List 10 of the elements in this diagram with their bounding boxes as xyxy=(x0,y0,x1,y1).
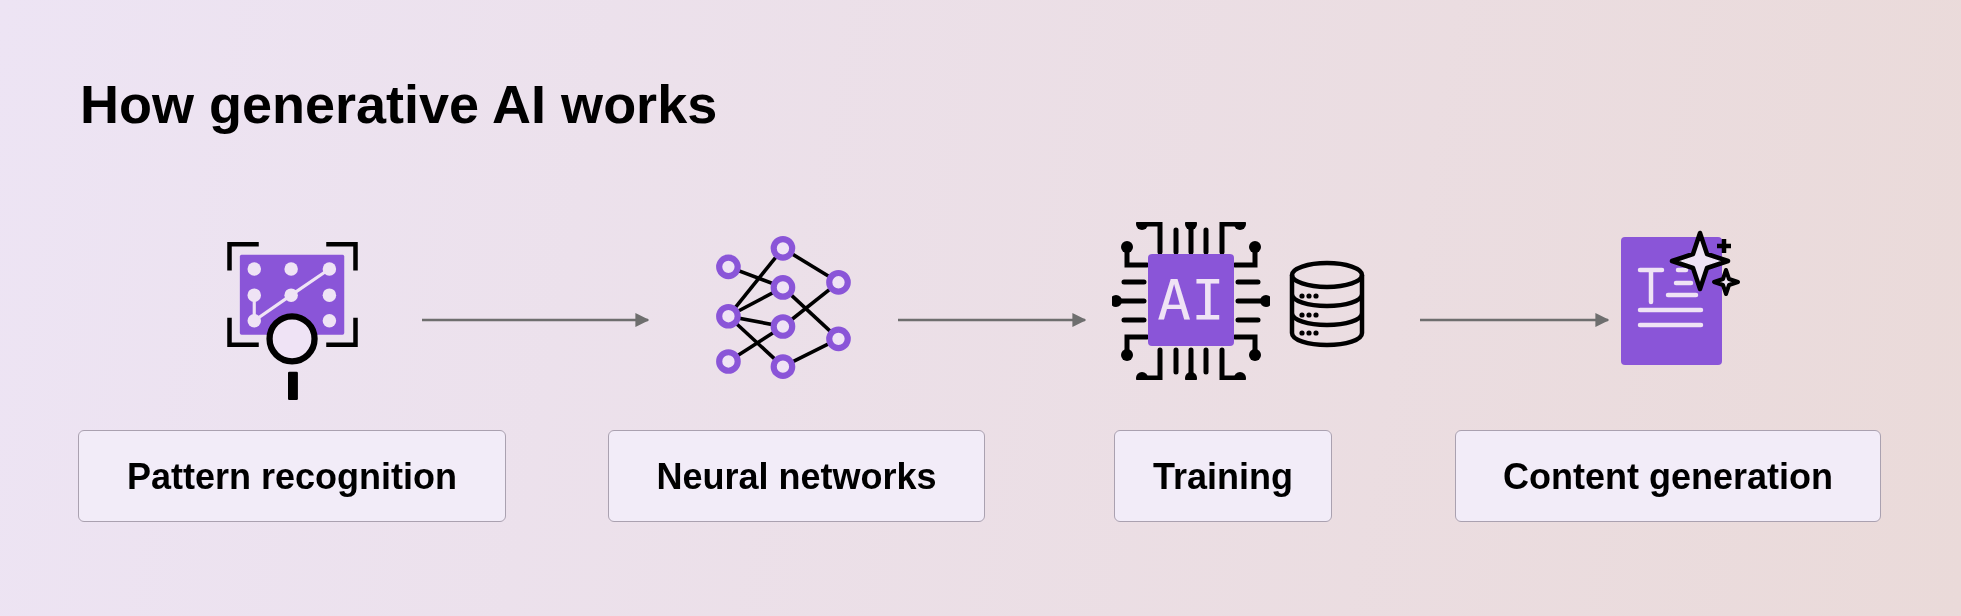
chip-label: AI xyxy=(1156,266,1226,334)
title: How generative AI works xyxy=(80,73,718,136)
step-label-box xyxy=(1455,430,1881,522)
step-label-box xyxy=(78,430,506,522)
step-label-box xyxy=(608,430,985,522)
step-label: Training xyxy=(1153,454,1293,499)
step-label: Pattern recognition xyxy=(127,454,457,499)
step-label: Neural networks xyxy=(656,454,937,499)
step-label: Content generation xyxy=(1503,454,1833,499)
step-label-box xyxy=(1114,430,1332,522)
